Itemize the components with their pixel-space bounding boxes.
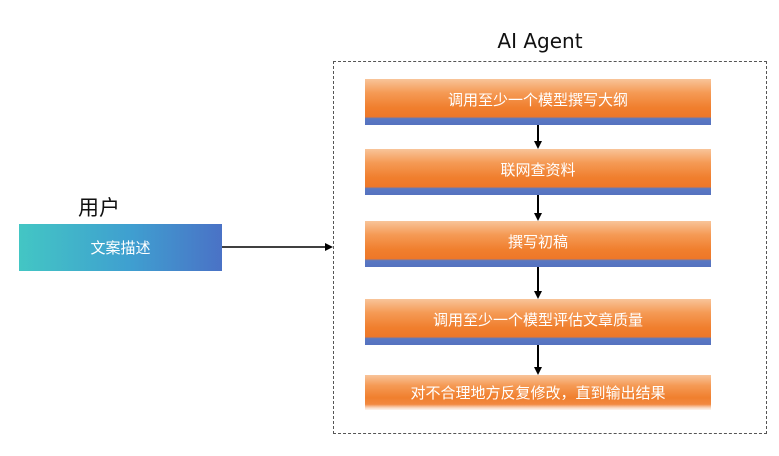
step-3-draft: 撰写初稿	[365, 221, 711, 267]
step-4-label: 调用至少一个模型评估文章质量	[432, 310, 643, 329]
step-2-research: 联网查资料	[365, 149, 711, 195]
step-4-evaluate: 调用至少一个模型评估文章质量	[365, 299, 711, 345]
step-1-outline: 调用至少一个模型撰写大纲	[365, 79, 711, 125]
step-1-label: 调用至少一个模型撰写大纲	[447, 90, 628, 109]
agent-title: AI Agent	[497, 29, 583, 53]
step-3-label: 撰写初稿	[507, 232, 568, 251]
agent-container	[333, 61, 767, 434]
bottom-fade	[365, 404, 765, 414]
step-5-label: 对不合理地方反复修改，直到输出结果	[410, 384, 666, 402]
step-2-label: 联网查资料	[500, 160, 576, 179]
user-input-box: 文案描述	[19, 224, 222, 271]
user-title: 用户	[78, 196, 120, 220]
user-input-label: 文案描述	[90, 239, 151, 257]
